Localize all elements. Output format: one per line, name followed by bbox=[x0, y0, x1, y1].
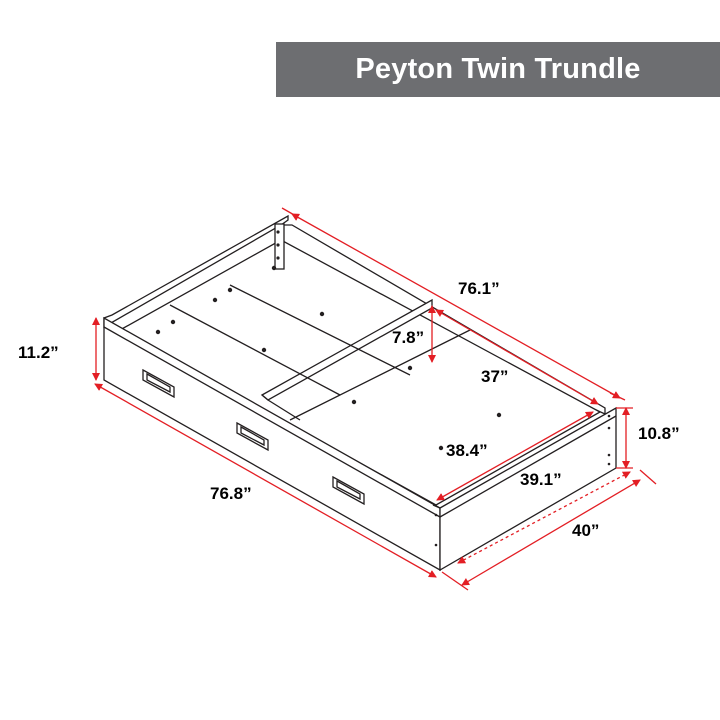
title-banner: Peyton Twin Trundle bbox=[276, 42, 720, 97]
dim-line-outer-width bbox=[461, 479, 641, 586]
dim-label-top-length: 76.1” bbox=[458, 279, 500, 298]
dim-label-front-length: 76.8” bbox=[210, 484, 252, 503]
dimension-lines bbox=[92, 207, 657, 591]
dim-label-outer-inner-edge: 39.1” bbox=[520, 470, 562, 489]
trundle-outline bbox=[103, 214, 617, 572]
dim-line-front-length bbox=[94, 383, 437, 578]
dim-label-divider-height: 7.8” bbox=[392, 328, 425, 347]
page-title: Peyton Twin Trundle bbox=[355, 53, 641, 85]
dim-label-outer-width: 40” bbox=[572, 521, 600, 540]
dim-line-inner-rear bbox=[435, 309, 599, 405]
dim-label-inner-rear: 37” bbox=[481, 367, 509, 386]
dim-label-inner-front: 38.4” bbox=[446, 441, 488, 460]
dim-label-height-right: 10.8” bbox=[638, 424, 680, 443]
dim-label-height-left: 11.2” bbox=[18, 343, 59, 362]
back-post bbox=[274, 223, 285, 270]
